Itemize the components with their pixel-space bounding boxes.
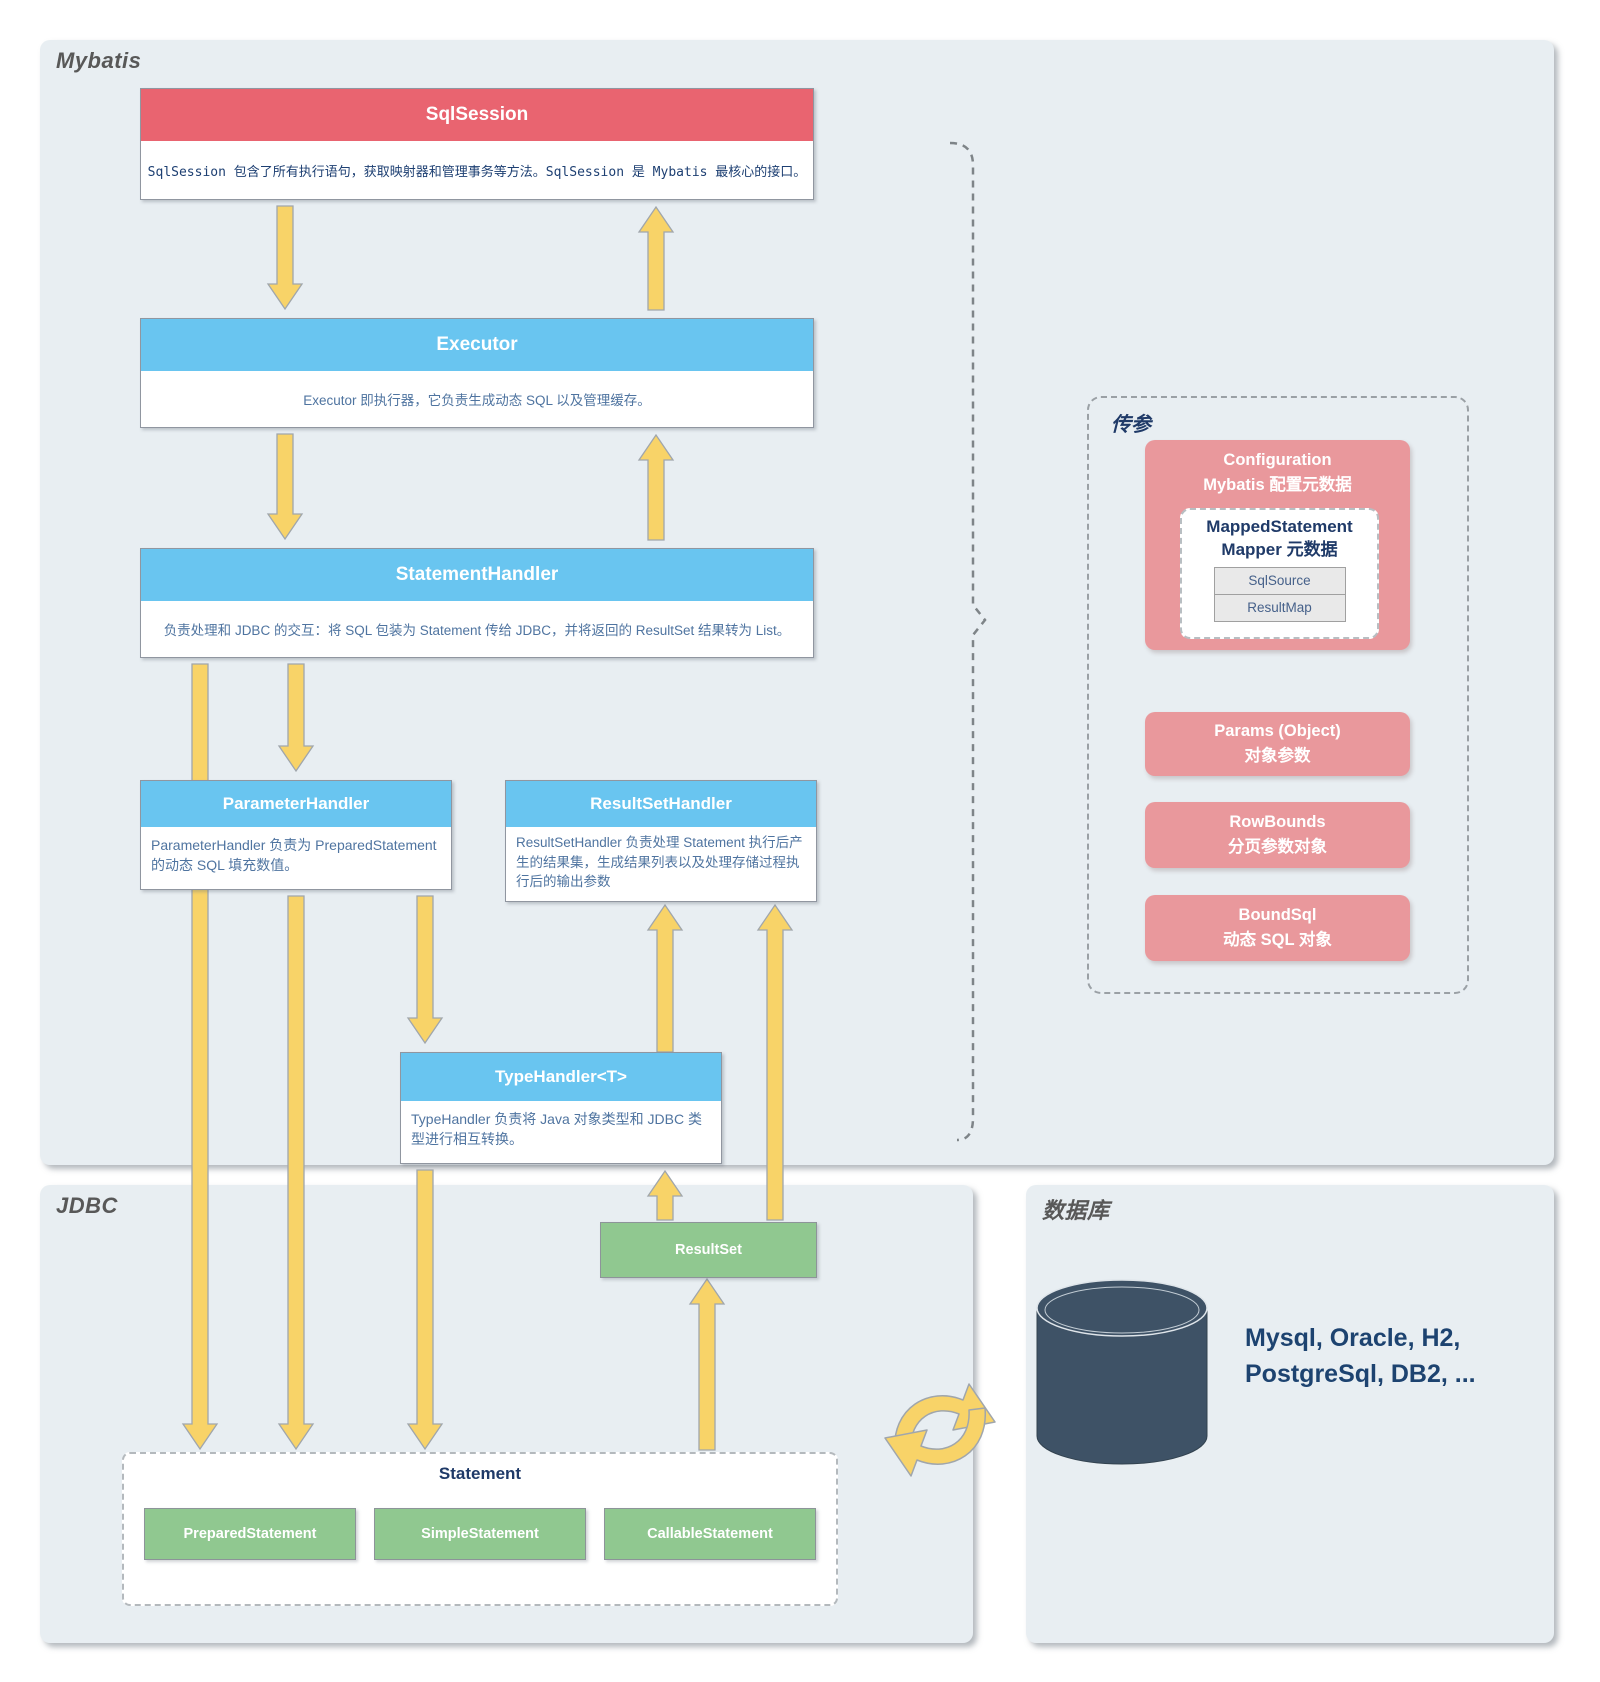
resultset-handler-header: ResultSetHandler: [506, 781, 816, 827]
type-handler-header: TypeHandler<T>: [401, 1053, 721, 1101]
boundsql-title: BoundSql: [1238, 906, 1317, 925]
configuration-subtitle: Mybatis 配置元数据: [1203, 475, 1352, 494]
sqlsession-box: SqlSession SqlSession 包含了所有执行语句，获取映射器和管理…: [140, 88, 814, 200]
statement-handler-box: StatementHandler 负责处理和 JDBC 的交互：将 SQL 包装…: [140, 548, 814, 658]
configuration-box: Configuration Mybatis 配置元数据 MappedStatem…: [1145, 440, 1410, 650]
type-handler-desc: TypeHandler 负责将 Java 对象类型和 JDBC 类型进行相互转换…: [401, 1101, 721, 1163]
database-cylinder-icon: [1036, 1279, 1208, 1465]
statement-handler-header: StatementHandler: [141, 549, 813, 601]
mapped-statement-subtitle: Mapper 元数据: [1221, 539, 1338, 559]
prepared-statement-box: PreparedStatement: [144, 1508, 356, 1560]
mapped-statement-box: MappedStatement Mapper 元数据 SqlSource Res…: [1180, 508, 1379, 639]
mapped-statement-title: MappedStatement: [1206, 517, 1353, 536]
flow-arrow: [646, 1169, 684, 1221]
boundsql-box: BoundSql 动态 SQL 对象: [1145, 895, 1410, 961]
params-title: Params (Object): [1214, 722, 1341, 741]
database-engines-line2: PostgreSql, DB2, ...: [1245, 1360, 1476, 1389]
flow-arrow: [406, 1169, 444, 1451]
parameter-handler-box: ParameterHandler ParameterHandler 负责为 Pr…: [140, 780, 452, 890]
flow-arrow: [688, 1277, 726, 1451]
boundsql-subtitle: 动态 SQL 对象: [1223, 931, 1332, 949]
database-engines: Mysql, Oracle, H2, PostgreSql, DB2, ...: [1245, 1320, 1476, 1393]
flow-arrow: [406, 895, 444, 1045]
dashed-brace: [949, 141, 987, 1142]
flow-arrow: [277, 663, 315, 773]
flow-arrow: [277, 895, 315, 1451]
sqlsession-desc: SqlSession 包含了所有执行语句，获取映射器和管理事务等方法。SqlSe…: [141, 141, 813, 199]
configuration-title: Configuration: [1223, 451, 1332, 469]
resultset-box: ResultSet: [600, 1222, 817, 1278]
rowbounds-title: RowBounds: [1229, 813, 1326, 832]
flow-arrow: [266, 205, 304, 311]
param-passing-panel: 传参: [1087, 396, 1469, 994]
flow-arrow: [637, 433, 675, 541]
sqlsession-header: SqlSession: [141, 89, 813, 141]
database-label: 数据库: [1042, 1198, 1110, 1223]
sync-cycle-icon: [884, 1383, 996, 1477]
parameter-handler-header: ParameterHandler: [141, 781, 451, 827]
executor-desc: Executor 即执行器，它负责生成动态 SQL 以及管理缓存。: [141, 371, 813, 427]
parameter-handler-desc: ParameterHandler 负责为 PreparedStatement 的…: [141, 827, 451, 889]
params-box: Params (Object) 对象参数: [1145, 712, 1410, 776]
jdbc-label: JDBC: [56, 1193, 118, 1218]
params-subtitle: 对象参数: [1244, 747, 1311, 765]
resultset-handler-box: ResultSetHandler ResultSetHandler 负责处理 S…: [505, 780, 817, 902]
database-engines-line1: Mysql, Oracle, H2,: [1245, 1324, 1461, 1352]
resultmap-item: ResultMap: [1213, 594, 1346, 622]
param-passing-label: 传参: [1111, 414, 1151, 436]
flow-arrow: [266, 433, 304, 541]
executor-box: Executor Executor 即执行器，它负责生成动态 SQL 以及管理缓…: [140, 318, 814, 428]
resultset-handler-desc: ResultSetHandler 负责处理 Statement 执行后产生的结果…: [506, 827, 816, 901]
flow-arrow: [637, 205, 675, 311]
statement-title: Statement: [438, 1464, 522, 1483]
statement-box: Statement PreparedStatement SimpleStatem…: [122, 1452, 838, 1606]
callable-statement-box: CallableStatement: [604, 1508, 816, 1560]
flow-arrow: [756, 903, 794, 1221]
statement-handler-desc: 负责处理和 JDBC 的交互：将 SQL 包装为 Statement 传给 JD…: [141, 601, 813, 657]
mybatis-label: Mybatis: [56, 48, 142, 73]
rowbounds-subtitle: 分页参数对象: [1228, 838, 1327, 856]
type-handler-box: TypeHandler<T> TypeHandler 负责将 Java 对象类型…: [400, 1052, 722, 1164]
sqlsource-item: SqlSource: [1213, 566, 1346, 595]
simple-statement-box: SimpleStatement: [374, 1508, 586, 1560]
flow-arrow: [646, 903, 684, 1053]
rowbounds-box: RowBounds 分页参数对象: [1145, 802, 1410, 868]
executor-header: Executor: [141, 319, 813, 371]
